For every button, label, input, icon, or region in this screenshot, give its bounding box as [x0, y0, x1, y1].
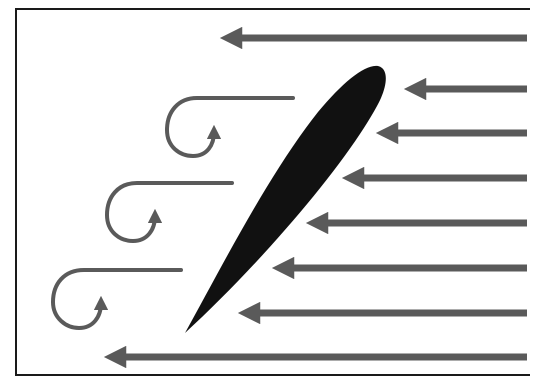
airfoil-shape — [185, 65, 386, 333]
frame-border-left — [15, 8, 17, 376]
vortex-swirl-icon — [50, 268, 183, 331]
flow-arrows — [103, 26, 527, 369]
wake-vortices — [50, 96, 295, 331]
frame-border-bottom — [15, 374, 530, 376]
vortex-swirl-icon — [164, 96, 295, 159]
vortex-swirl-icon — [104, 181, 234, 244]
frame-border-top — [15, 8, 530, 10]
